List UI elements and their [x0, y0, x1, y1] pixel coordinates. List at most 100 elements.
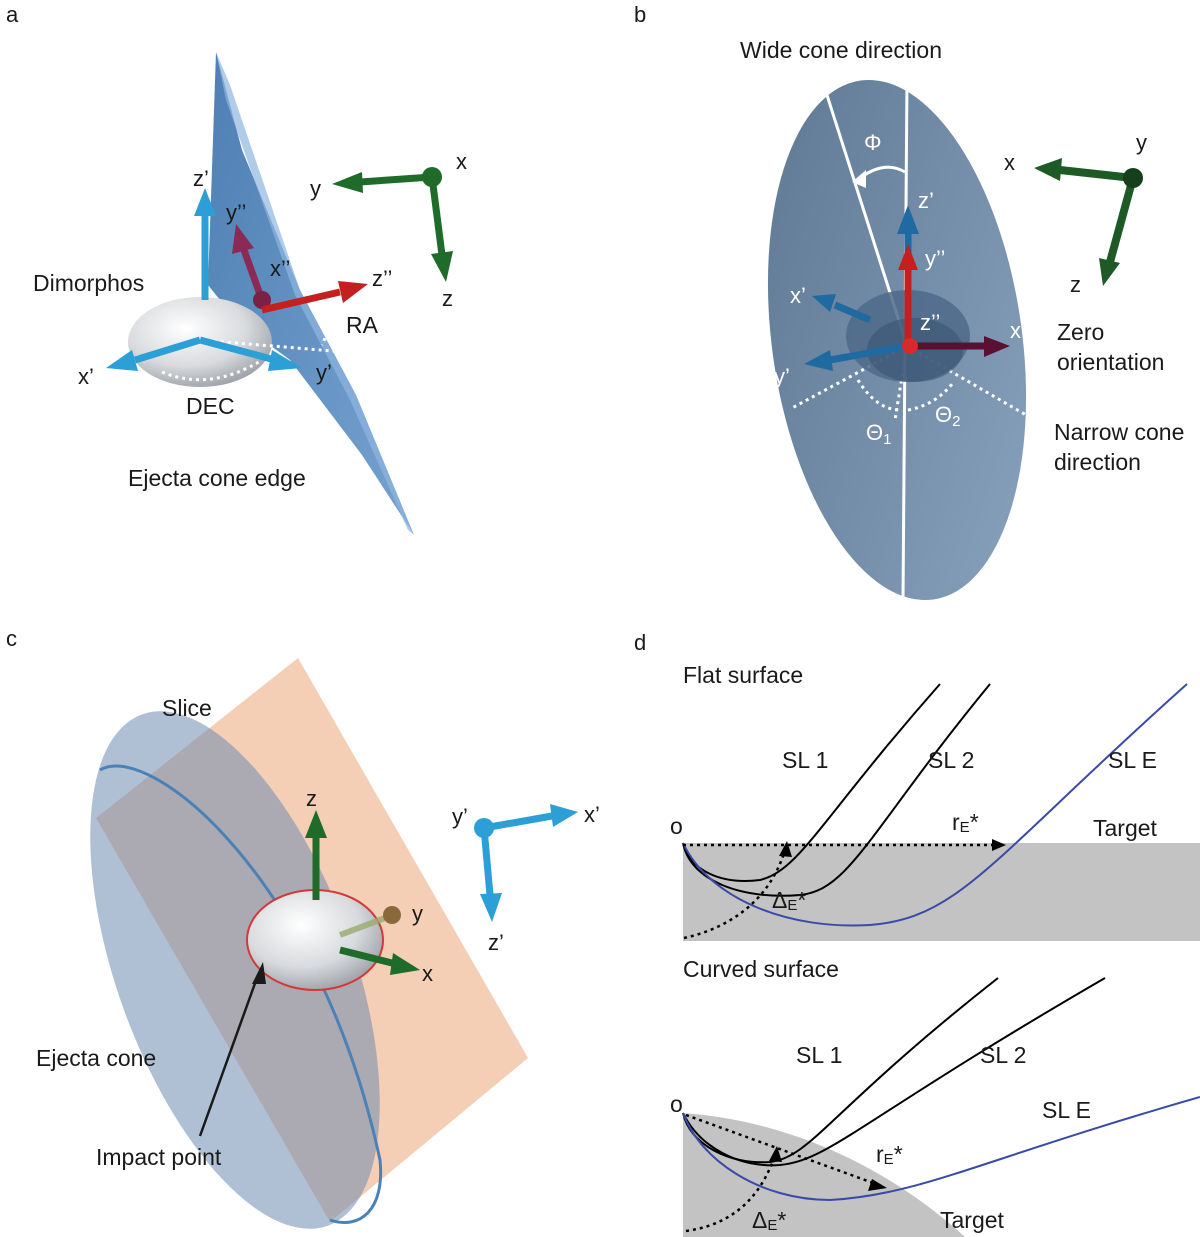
label-flat-target: Target	[1093, 815, 1158, 841]
label-axis-y2-a: y’’	[226, 200, 246, 225]
label-axis-y2-b: y’’	[925, 246, 945, 271]
label-curved-sl2: SL 2	[980, 1042, 1026, 1068]
label-axis-y-a: y	[310, 176, 321, 201]
label-theta2: Θ2	[935, 402, 960, 430]
label-slice: Slice	[162, 695, 212, 721]
flat-surface-diagram: Flat surface o SL 1 SL 2 SL E Target rE*…	[670, 662, 1200, 941]
world-axes-c	[474, 804, 578, 922]
label-dec: DEC	[186, 393, 235, 419]
label-axis-y1-a: y’	[316, 360, 332, 385]
label-curved-sl1: SL 1	[796, 1042, 842, 1068]
origin-b	[902, 338, 918, 354]
theta1-arc	[856, 379, 899, 412]
phi-arrowhead	[852, 170, 866, 188]
impact-arrowhead	[252, 962, 266, 984]
dimorphos-body-c	[247, 890, 383, 990]
curved-target-region	[683, 1113, 965, 1237]
panel-letter-d: d	[634, 630, 646, 655]
axis-x-c	[339, 946, 420, 975]
label-zero: Zero	[1057, 319, 1104, 345]
label-flat-sle: SL E	[1108, 747, 1157, 773]
label-flat-r: rE*	[952, 809, 979, 836]
ra-arc	[320, 317, 328, 346]
label-flat-delta: ΔE*	[772, 887, 806, 914]
label-axis-x1-a: x’	[78, 364, 94, 389]
label-axis-z2-a: z’’	[372, 266, 392, 291]
label-axis-z-a: z	[442, 286, 453, 311]
flat-sle	[682, 683, 1188, 927]
world-axes-b	[1034, 158, 1143, 286]
label-axis-z1-a: z’	[193, 166, 209, 191]
label-ejecta-cone-edge: Ejecta cone edge	[128, 465, 306, 491]
axis-z-dprime-a	[261, 281, 368, 314]
curved-r-arrowhead	[868, 1179, 887, 1191]
label-direction: direction	[1054, 449, 1141, 475]
ra-dotted-line	[199, 338, 346, 354]
label-curved-target: Target	[940, 1207, 1005, 1233]
panel-a: a	[6, 2, 467, 535]
label-curved-surface: Curved surface	[683, 956, 839, 982]
label-axis-y-c: y	[412, 901, 423, 926]
label-axis-x-b: x	[1004, 150, 1015, 175]
panel-d: d Flat surface o SL 1 SL 2 SL E Target r…	[634, 630, 1200, 1237]
label-curved-r: rE*	[876, 1141, 903, 1168]
label-theta1: Θ1	[866, 420, 891, 448]
flat-delta-arrowhead	[779, 841, 792, 857]
label-curved-sle: SL E	[1042, 1097, 1091, 1123]
zero-orientation-dotted	[893, 345, 909, 421]
label-axis-x1-c: x’	[584, 802, 600, 827]
label-axis-y-b: y	[1136, 130, 1147, 155]
impact-arrow-line	[198, 974, 260, 1137]
axis-x-prime-b	[812, 294, 872, 324]
label-axis-z-c: z	[306, 786, 317, 811]
world-axes-a	[332, 167, 453, 282]
flat-delta-arc	[683, 849, 787, 940]
label-flat-surface: Flat surface	[683, 662, 803, 688]
axis-z-c	[305, 810, 327, 900]
panel-letter-a: a	[6, 2, 19, 27]
label-axis-x1-b: x’	[790, 283, 806, 308]
curved-r-arrow	[685, 1113, 877, 1186]
axis-y-prime-a	[199, 336, 302, 371]
flat-target-region	[683, 843, 1200, 941]
label-axis-z1-c: z’	[488, 930, 504, 955]
label-ra: RA	[346, 312, 379, 338]
label-flat-sl1: SL 1	[782, 747, 828, 773]
label-wide-cone-direction: Wide cone direction	[740, 37, 942, 63]
label-axis-x2-b: x’’	[1010, 318, 1030, 343]
label-narrow-cone: Narrow cone	[1054, 419, 1184, 445]
label-axis-x-c: x	[422, 961, 433, 986]
axis-y-c	[338, 906, 401, 938]
label-axis-x2-a: x’’	[270, 256, 290, 281]
ejecta-cone-c	[90, 711, 380, 1229]
label-ejecta-cone: Ejecta cone	[36, 1045, 156, 1071]
label-orientation: orientation	[1057, 349, 1164, 375]
panel-c: c S	[6, 626, 600, 1229]
label-axis-x-a: x	[456, 149, 467, 174]
flat-r-arrowhead	[992, 839, 1006, 851]
axis-z-prime-a	[194, 188, 216, 300]
panel-letter-c: c	[6, 626, 17, 651]
label-curved-o: o	[670, 1091, 683, 1117]
label-axis-y1-b: y’	[774, 364, 790, 389]
curved-surface-diagram: Curved surface o SL 1 SL 2 SL E Target r…	[670, 956, 1200, 1237]
curved-sl1	[682, 977, 999, 1164]
panel-b: b Wide cone direction	[634, 2, 1184, 601]
label-curved-delta: ΔE*	[752, 1207, 786, 1234]
axis-x-dprime-b	[908, 336, 1010, 357]
curved-delta-arc	[685, 1154, 777, 1233]
axis-x-prime-a	[106, 336, 202, 371]
curved-sle	[682, 1096, 1200, 1202]
label-phi: Φ	[864, 130, 882, 155]
label-axis-y1-c: y’	[452, 804, 468, 829]
label-axis-z-b: z	[1070, 272, 1081, 297]
label-flat-o: o	[670, 813, 683, 839]
curved-sl2	[682, 977, 1106, 1167]
origin-x-dprime-a	[253, 291, 271, 309]
curved-delta-arrowhead	[769, 1146, 782, 1162]
label-dimorphos: Dimorphos	[33, 270, 144, 296]
label-axis-z2-b: z’’	[920, 310, 940, 335]
label-flat-sl2: SL 2	[928, 747, 974, 773]
dec-arc	[161, 358, 263, 382]
